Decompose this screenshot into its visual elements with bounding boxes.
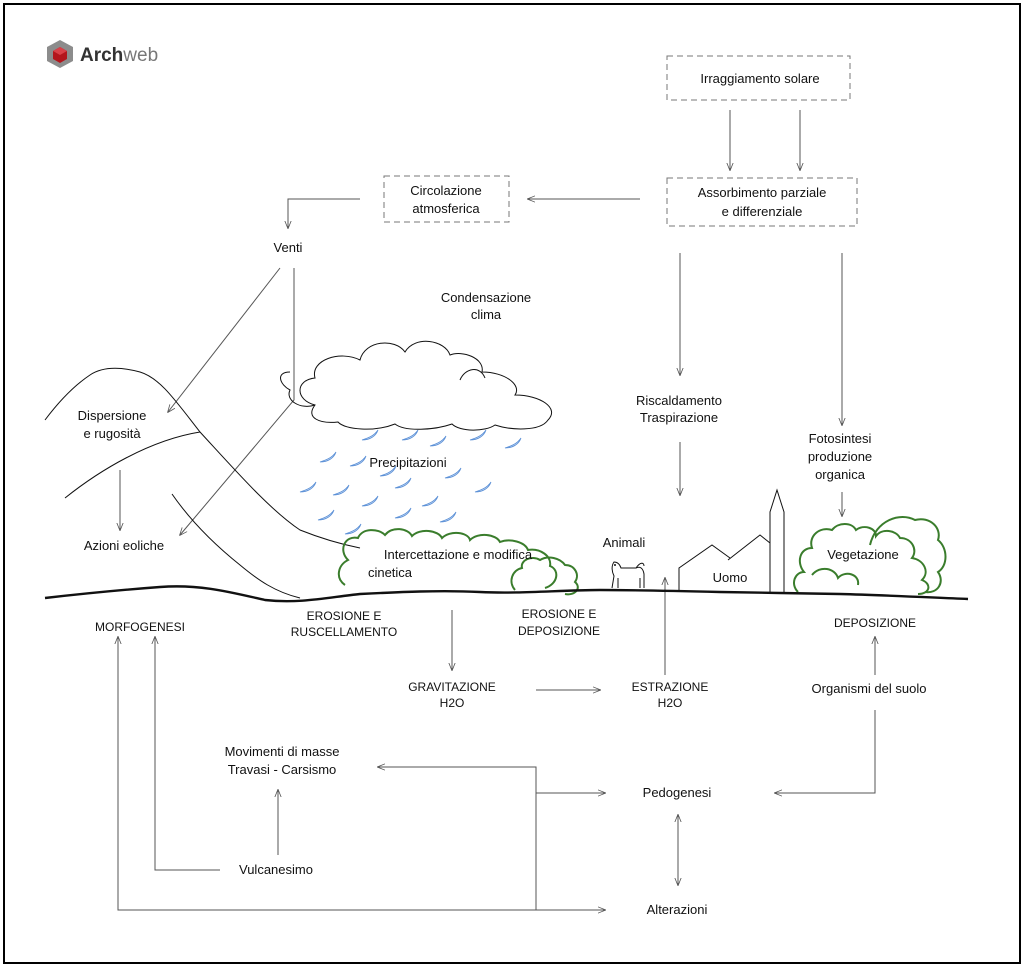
vulcanesimo-label: Vulcanesimo xyxy=(239,862,313,877)
uomo-label: Uomo xyxy=(713,570,748,585)
erosione-ruscellamento-label: EROSIONE E xyxy=(307,609,382,623)
circolazione-label: Circolazione xyxy=(410,183,482,198)
archweb-logo: Archweb xyxy=(47,40,158,68)
intercettazione-label: Intercettazione e modifica xyxy=(384,547,533,562)
estrazione-h2o-label: H2O xyxy=(658,696,683,710)
organismi-label: Organismi del suolo xyxy=(812,681,927,696)
vegetazione-label: Vegetazione xyxy=(827,547,899,562)
gravitazione-label: GRAVITAZIONE xyxy=(408,680,496,694)
riscaldamento-label: Riscaldamento xyxy=(636,393,722,408)
cinetica-label: cinetica xyxy=(368,565,413,580)
dispersione-label: Dispersione xyxy=(78,408,147,423)
travasi-label: Travasi - Carsismo xyxy=(228,762,337,777)
deposizione-erosione-label: DEPOSIZIONE xyxy=(518,624,600,638)
circolazione-box xyxy=(383,175,510,223)
church-sketch xyxy=(678,488,785,594)
pedogenesi-label: Pedogenesi xyxy=(643,785,712,800)
flow-arrows xyxy=(118,110,875,910)
ground-line xyxy=(44,585,969,603)
traspirazione-label: Traspirazione xyxy=(640,410,718,425)
circolazione-label-2: atmosferica xyxy=(412,201,480,216)
produzione-label: produzione xyxy=(808,449,872,464)
fotosintesi-label: Fotosintesi xyxy=(809,431,872,446)
logo-text: Archweb xyxy=(80,45,158,66)
venti-label: Venti xyxy=(274,240,303,255)
bushes-right xyxy=(793,516,947,595)
rugosita-label: e rugosità xyxy=(83,426,141,441)
hexagon-cube-icon xyxy=(47,40,73,68)
irraggiamento-box xyxy=(666,55,851,101)
erosione-deposizione-label: EROSIONE E xyxy=(522,607,597,621)
cloud-sketch xyxy=(280,340,553,431)
ruscellamento-label: RUSCELLAMENTO xyxy=(291,625,397,639)
clima-label: clima xyxy=(471,307,502,322)
diagram-frame xyxy=(3,3,1021,964)
animali-label: Animali xyxy=(603,535,646,550)
rain-drops xyxy=(299,429,522,535)
assorbimento-label: Assorbimento parziale xyxy=(698,185,827,200)
condensazione-label: Condensazione xyxy=(441,290,531,305)
dog-sketch xyxy=(611,561,645,589)
azioni-eoliche-label: Azioni eoliche xyxy=(84,538,164,553)
deposizione-label: DEPOSIZIONE xyxy=(834,616,916,630)
assorbimento-box xyxy=(666,177,858,227)
mountains-sketch xyxy=(44,367,361,599)
estrazione-label: ESTRAZIONE xyxy=(632,680,709,694)
bushes-left xyxy=(337,528,579,596)
precipitazioni-label: Precipitazioni xyxy=(369,455,446,470)
assorbimento-label-2: e differenziale xyxy=(722,204,803,219)
alterazioni-label: Alterazioni xyxy=(647,902,708,917)
irraggiamento-label: Irraggiamento solare xyxy=(700,71,819,86)
gravitazione-h2o-label: H2O xyxy=(440,696,465,710)
organica-label: organica xyxy=(815,467,866,482)
morfogenesi-label: MORFOGENESI xyxy=(95,620,185,634)
movimenti-label: Movimenti di masse xyxy=(225,744,340,759)
